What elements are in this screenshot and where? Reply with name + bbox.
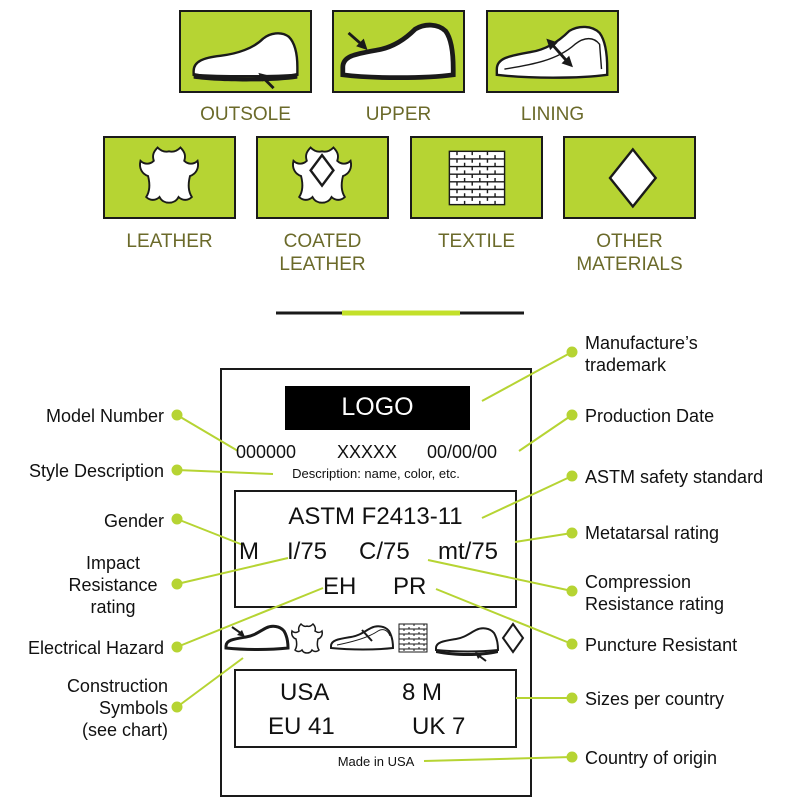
size-usa-value: 8 M xyxy=(402,679,443,706)
tag-upper-icon xyxy=(224,624,290,651)
style-code-value: XXXXX xyxy=(337,442,398,462)
upper-symbol xyxy=(332,10,465,93)
hide-diamond-icon xyxy=(292,146,352,204)
tag-textile-icon xyxy=(398,623,428,653)
hide-icon xyxy=(139,146,199,204)
callout-construction-line2: Symbols xyxy=(98,698,168,718)
tag-construction-symbols xyxy=(224,622,525,662)
callout-astm: ASTM safety standard xyxy=(585,467,764,487)
other-materials-symbol xyxy=(563,136,696,219)
logo-text: LOGO xyxy=(341,393,414,421)
compression-value: C/75 xyxy=(359,538,410,565)
callout-compression-line2: Resistance rating xyxy=(585,594,725,614)
callout-impact: Impact Resistance rating xyxy=(48,552,178,618)
tag-leather-icon xyxy=(291,622,323,654)
size-usa-label: USA xyxy=(280,679,330,706)
callout-impact-line3: rating xyxy=(90,597,136,617)
electrical-hazard-value: EH xyxy=(323,573,357,600)
impact-value: I/75 xyxy=(287,538,328,565)
textile-label: TEXTILE xyxy=(410,230,543,253)
tag-lining-icon xyxy=(330,625,395,651)
weave-icon xyxy=(448,150,506,206)
callout-model-number: Model Number xyxy=(45,406,164,426)
size-eu-value: EU 41 xyxy=(268,713,335,740)
coated-leather-label-line1: COATED xyxy=(283,231,362,252)
callout-electrical-hazard: Electrical Hazard xyxy=(27,638,164,658)
callout-production-date: Production Date xyxy=(585,406,715,426)
callout-trademark-line2: trademark xyxy=(585,355,667,375)
other-materials-label: OTHER MATERIALS xyxy=(563,230,696,276)
other-materials-label-line2: MATERIALS xyxy=(576,254,683,275)
gender-value: M xyxy=(239,538,259,565)
leather-label-line1: LEATHER xyxy=(126,231,213,252)
callout-trademark: Manufacture’s trademark xyxy=(585,332,698,376)
tag-outsole-icon xyxy=(435,627,500,653)
textile-symbol xyxy=(410,136,543,219)
callout-metatarsal: Metatarsal rating xyxy=(585,523,720,543)
coated-leather-label-line2: LEATHER xyxy=(279,254,366,275)
textile-label-line1: TEXTILE xyxy=(437,231,516,252)
callout-construction-line1: Construction xyxy=(66,676,168,696)
other-materials-label-line1: OTHER xyxy=(596,231,663,252)
leather-label: LEATHER xyxy=(103,230,236,253)
puncture-value: PR xyxy=(393,573,427,600)
callout-origin: Country of origin xyxy=(585,748,718,768)
leather-symbol xyxy=(103,136,236,219)
callout-compression: Compression Resistance rating xyxy=(585,571,724,615)
description-value: Description: name, color, etc. xyxy=(292,466,460,481)
size-uk-value: UK 7 xyxy=(412,713,466,740)
coated-leather-symbol xyxy=(256,136,389,219)
callout-construction: Construction Symbols (see chart) xyxy=(38,675,168,741)
outsole-symbol xyxy=(179,10,312,93)
callout-style-description: Style Description xyxy=(28,461,164,481)
production-date-value: 00/00/00 xyxy=(427,442,498,462)
astm-standard-value: ASTM F2413-11 xyxy=(288,503,463,530)
shoe-outsole-icon xyxy=(192,32,299,90)
callout-compression-line1: Compression xyxy=(585,572,692,592)
callout-trademark-line1: Manufacture’s xyxy=(585,333,698,353)
made-in-value: Made in USA xyxy=(337,754,415,769)
shoe-upper-icon xyxy=(340,22,456,81)
coated-leather-label: COATED LEATHER xyxy=(256,230,389,276)
model-number-value: 000000 xyxy=(236,442,297,462)
callout-impact-line1: Impact xyxy=(85,553,141,573)
diamond-icon xyxy=(608,147,658,209)
tag-other-materials-icon xyxy=(501,622,525,654)
callout-construction-line3: (see chart) xyxy=(81,720,168,740)
metatarsal-value: mt/75 xyxy=(438,538,499,565)
upper-label: UPPER xyxy=(365,104,432,125)
callout-gender: Gender xyxy=(103,511,164,531)
callout-impact-line2: Resistance xyxy=(68,575,158,595)
callout-sizes: Sizes per country xyxy=(585,689,725,709)
callout-puncture: Puncture Resistant xyxy=(585,635,738,655)
outsole-label: OUTSOLE xyxy=(200,104,291,125)
lining-symbol xyxy=(486,10,619,93)
shoe-lining-icon xyxy=(495,25,609,79)
lining-label: LINING xyxy=(520,104,585,125)
